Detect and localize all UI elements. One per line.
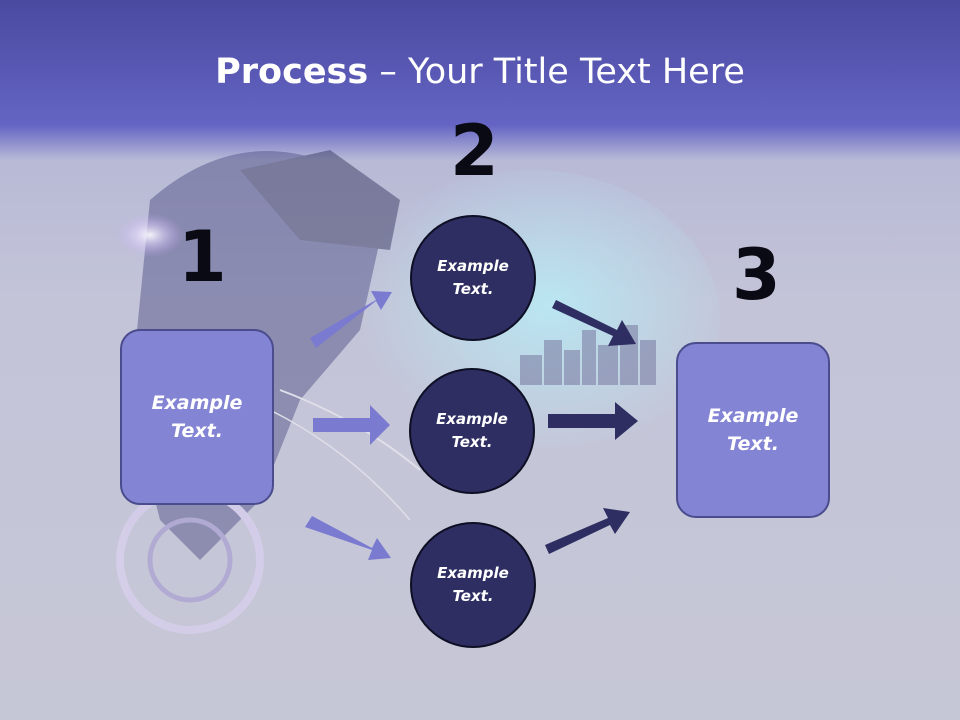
- circle-top-text: Example Text.: [437, 256, 509, 298]
- arrow-middle-to-3: [548, 402, 638, 440]
- step-number-3: 3: [732, 234, 781, 316]
- arrow-1-to-middle: [313, 405, 390, 445]
- step-2-circle-bottom: Example Text.: [410, 522, 536, 648]
- circle-middle-text: Example Text.: [436, 409, 508, 451]
- step-3-text: Example Text.: [707, 404, 799, 456]
- arrow-top-to-3: [552, 300, 636, 346]
- slide-title: Process – Your Title Text Here: [0, 52, 960, 92]
- arrow-1-to-bottom: [305, 516, 391, 560]
- step-2-circle-middle: Example Text.: [409, 368, 535, 494]
- title-bold-text: Process: [215, 52, 369, 92]
- step-1-box: Example Text.: [120, 329, 274, 505]
- step-3-box: Example Text.: [676, 342, 830, 518]
- arrow-bottom-to-3: [545, 508, 630, 554]
- step-2-circle-top: Example Text.: [410, 215, 536, 341]
- title-rest-text: – Your Title Text Here: [368, 52, 745, 92]
- arrow-1-to-top: [310, 291, 392, 348]
- step-number-2: 2: [450, 110, 499, 192]
- circle-bottom-text: Example Text.: [437, 563, 509, 605]
- step-1-text: Example Text.: [151, 391, 243, 443]
- step-number-1: 1: [178, 216, 227, 298]
